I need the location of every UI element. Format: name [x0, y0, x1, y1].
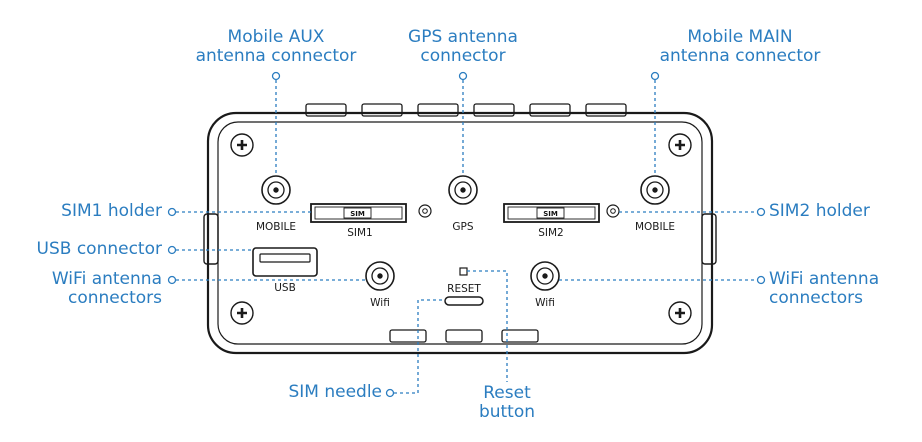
callout-wifi-right: WiFi antenna connectors	[769, 270, 919, 308]
reset-button-hole	[459, 267, 468, 276]
callout-usb-connector: USB connector	[36, 239, 162, 259]
wifi-left-label: Wifi	[370, 297, 390, 309]
sim1-tray: SIM	[310, 203, 407, 223]
sim1-tray-label: SIM	[350, 210, 365, 218]
cross-screw-icon	[668, 133, 692, 157]
callout-mobile-aux-line2: antenna connector	[195, 46, 357, 66]
callout-gps-line1: GPS antenna	[408, 27, 518, 47]
callout-reset-button-line2: button	[478, 402, 536, 422]
leader-lines	[176, 80, 757, 394]
antenna-connector-icon	[530, 261, 560, 291]
cross-screw-icon	[230, 133, 254, 157]
router-housing	[203, 111, 717, 355]
callout-reset-button: Reset button	[457, 384, 557, 422]
reset-label: RESET	[447, 283, 481, 295]
mobile-left-label: MOBILE	[256, 221, 296, 233]
callout-mobile-main-line2: antenna connector	[659, 46, 821, 66]
sim1-label: SIM1	[347, 227, 373, 239]
antenna-connector-icon	[261, 175, 291, 205]
gps-label: GPS	[452, 221, 473, 233]
leader-endpoints	[167, 71, 766, 398]
sim2-label: SIM2	[538, 227, 564, 239]
cross-screw-icon	[668, 301, 692, 325]
usb-port	[252, 247, 318, 277]
callout-sim-needle: SIM needle	[288, 382, 382, 402]
wifi-right-label: Wifi	[535, 297, 555, 309]
cross-screw-icon	[230, 301, 254, 325]
sim-needle-slot	[444, 296, 484, 306]
callout-wifi-right-line2: connectors	[769, 288, 864, 308]
sim2-tray-label: SIM	[543, 210, 558, 218]
callout-wifi-left-line1: WiFi antenna	[51, 269, 162, 289]
antenna-connector-icon	[365, 261, 395, 291]
bottom-vents	[389, 329, 539, 343]
callout-mobile-main-line1: Mobile MAIN	[687, 27, 793, 47]
antenna-connector-icon	[640, 175, 670, 205]
mobile-right-label: MOBILE	[635, 221, 675, 233]
led-indicator-icon	[418, 204, 432, 218]
callout-reset-button-line1: Reset	[483, 383, 531, 403]
callout-gps-line2: connector	[420, 46, 506, 66]
usb-label: USB	[274, 282, 296, 294]
callout-mobile-main: Mobile MAIN antenna connector	[640, 28, 840, 66]
callout-sim1-holder: SIM1 holder	[61, 201, 162, 221]
callout-mobile-aux-line1: Mobile AUX	[227, 27, 325, 47]
led-indicator-icon	[606, 204, 620, 218]
callout-wifi-left: WiFi antenna connectors	[0, 270, 162, 308]
callout-wifi-left-line2: connectors	[67, 288, 162, 308]
callout-wifi-right-line1: WiFi antenna	[769, 269, 880, 289]
callout-mobile-aux: Mobile AUX antenna connector	[176, 28, 376, 66]
sim2-tray: SIM	[503, 203, 600, 223]
antenna-connector-icon	[448, 175, 478, 205]
callout-gps: GPS antenna connector	[383, 28, 543, 66]
callout-sim2-holder: SIM2 holder	[769, 201, 870, 221]
top-vents	[305, 103, 627, 117]
